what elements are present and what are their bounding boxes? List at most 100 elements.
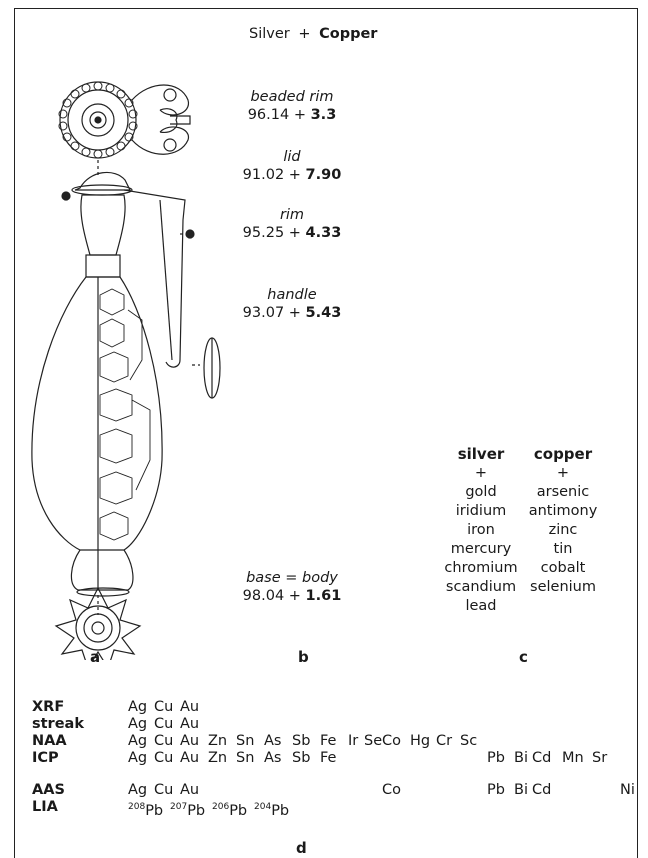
- silver-value: 93.07: [243, 305, 285, 321]
- isotope-mass: 208: [128, 802, 145, 812]
- method-name: AAS: [32, 782, 65, 799]
- panel-label-b: b: [298, 648, 309, 666]
- element-item: cobalt: [518, 559, 608, 578]
- copper-element-list: copper + arsenic antimony zinc tin cobal…: [518, 445, 608, 597]
- element-symbol: Mn: [562, 750, 584, 767]
- element-symbol: Co: [382, 733, 401, 750]
- copper-value: 5.43: [306, 305, 342, 321]
- element-symbol: Au: [180, 716, 199, 733]
- element-item: arsenic: [518, 483, 608, 502]
- element-symbol: Bi: [514, 782, 528, 799]
- element-symbol: Ag: [128, 716, 147, 733]
- copper-heading: copper: [518, 445, 608, 464]
- element-symbol: Bi: [514, 750, 528, 767]
- element-symbol: Au: [180, 782, 199, 799]
- element-symbol: As: [264, 750, 281, 767]
- element-symbol: Pb: [229, 803, 247, 819]
- isotope-mass: 206: [212, 802, 229, 812]
- element-symbol: Ag: [128, 782, 147, 799]
- element-symbol: Ag: [128, 699, 147, 716]
- element-symbol: Ni: [620, 782, 635, 799]
- isotope-mass: 204: [254, 802, 271, 812]
- measurement-part: rim: [222, 206, 362, 224]
- element-item: iridium: [436, 502, 526, 521]
- measurement-handle: handle 93.07 + 5.43: [222, 286, 362, 322]
- silver-heading: silver: [436, 445, 526, 464]
- element-symbol: Sc: [460, 733, 477, 750]
- element-symbol: Au: [180, 699, 199, 716]
- method-name: streak: [32, 716, 84, 733]
- element-item: mercury: [436, 540, 526, 559]
- lid-top-view: [59, 82, 190, 158]
- element-symbol: Ag: [128, 733, 147, 750]
- element-symbol: Cu: [154, 716, 173, 733]
- header-silver: Silver: [249, 26, 290, 42]
- measurement-part: beaded rim: [222, 88, 362, 106]
- copper-value: 3.3: [311, 107, 337, 123]
- element-symbol: Cu: [154, 733, 173, 750]
- method-name: NAA: [32, 733, 67, 750]
- element-symbol: Cu: [154, 750, 173, 767]
- silver-value: 96.14: [248, 107, 290, 123]
- element-symbol: Sb: [292, 733, 310, 750]
- isotope-mass: 207: [170, 802, 187, 812]
- element-symbol: Cu: [154, 699, 173, 716]
- measurement-part: lid: [222, 148, 362, 166]
- method-name: XRF: [32, 699, 64, 716]
- element-item: gold: [436, 483, 526, 502]
- element-symbol: Au: [180, 750, 199, 767]
- element-symbol: Pb: [487, 782, 505, 799]
- element-symbol: Pb: [145, 803, 163, 819]
- element-symbol: Zn: [208, 750, 227, 767]
- copper-value: 7.90: [306, 167, 342, 183]
- measurement-beaded-rim: beaded rim 96.14 + 3.3: [222, 88, 362, 124]
- element-symbol: Cu: [154, 782, 173, 799]
- ewer-drawing: [20, 40, 250, 660]
- header-copper: Copper: [319, 26, 377, 42]
- header: Silver + Copper: [249, 25, 377, 43]
- panel-label-a: a: [90, 648, 100, 666]
- element-symbol: Pb: [271, 803, 289, 819]
- copper-value: 1.61: [306, 588, 342, 604]
- element-symbol: Sr: [592, 750, 607, 767]
- element-symbol: Co: [382, 782, 401, 799]
- header-plus: +: [298, 26, 310, 42]
- element-item: antimony: [518, 502, 608, 521]
- measurement-rim: rim 95.25 + 4.33: [222, 206, 362, 242]
- element-symbol: Pb: [487, 750, 505, 767]
- element-symbol: Cd: [532, 750, 551, 767]
- element-symbol: Fe: [320, 733, 336, 750]
- ewer-side-view: [32, 172, 220, 596]
- element-item: tin: [518, 540, 608, 559]
- method-name: LIA: [32, 799, 58, 816]
- element-symbol: Zn: [208, 733, 227, 750]
- element-symbol: Fe: [320, 750, 336, 767]
- element-symbol: Sn: [236, 750, 254, 767]
- element-symbol: Sb: [292, 750, 310, 767]
- plus-sign: +: [518, 464, 608, 483]
- silver-value: 98.04: [243, 588, 285, 604]
- panel-label-c: c: [519, 648, 528, 666]
- silver-value: 95.25: [243, 225, 285, 241]
- element-item: iron: [436, 521, 526, 540]
- element-symbol: Cd: [532, 782, 551, 799]
- element-symbol: Se: [364, 733, 382, 750]
- copper-value: 4.33: [306, 225, 342, 241]
- plus-sign: +: [436, 464, 526, 483]
- element-item: chromium: [436, 559, 526, 578]
- element-item: zinc: [518, 521, 608, 540]
- element-symbol: Ag: [128, 750, 147, 767]
- silver-value: 91.02: [243, 167, 285, 183]
- method-name: ICP: [32, 750, 59, 767]
- measurement-part: handle: [222, 286, 362, 304]
- measurement-base: base = body 98.04 + 1.61: [222, 569, 362, 605]
- measurement-lid: lid 91.02 + 7.90: [222, 148, 362, 184]
- element-symbol: Hg: [410, 733, 430, 750]
- element-item: selenium: [518, 578, 608, 597]
- element-symbol: Sn: [236, 733, 254, 750]
- panel-label-d: d: [296, 839, 307, 857]
- silver-element-list: silver + gold iridium iron mercury chrom…: [436, 445, 526, 616]
- element-symbol: Pb: [187, 803, 205, 819]
- element-item: lead: [436, 597, 526, 616]
- measurement-part: base = body: [222, 569, 362, 587]
